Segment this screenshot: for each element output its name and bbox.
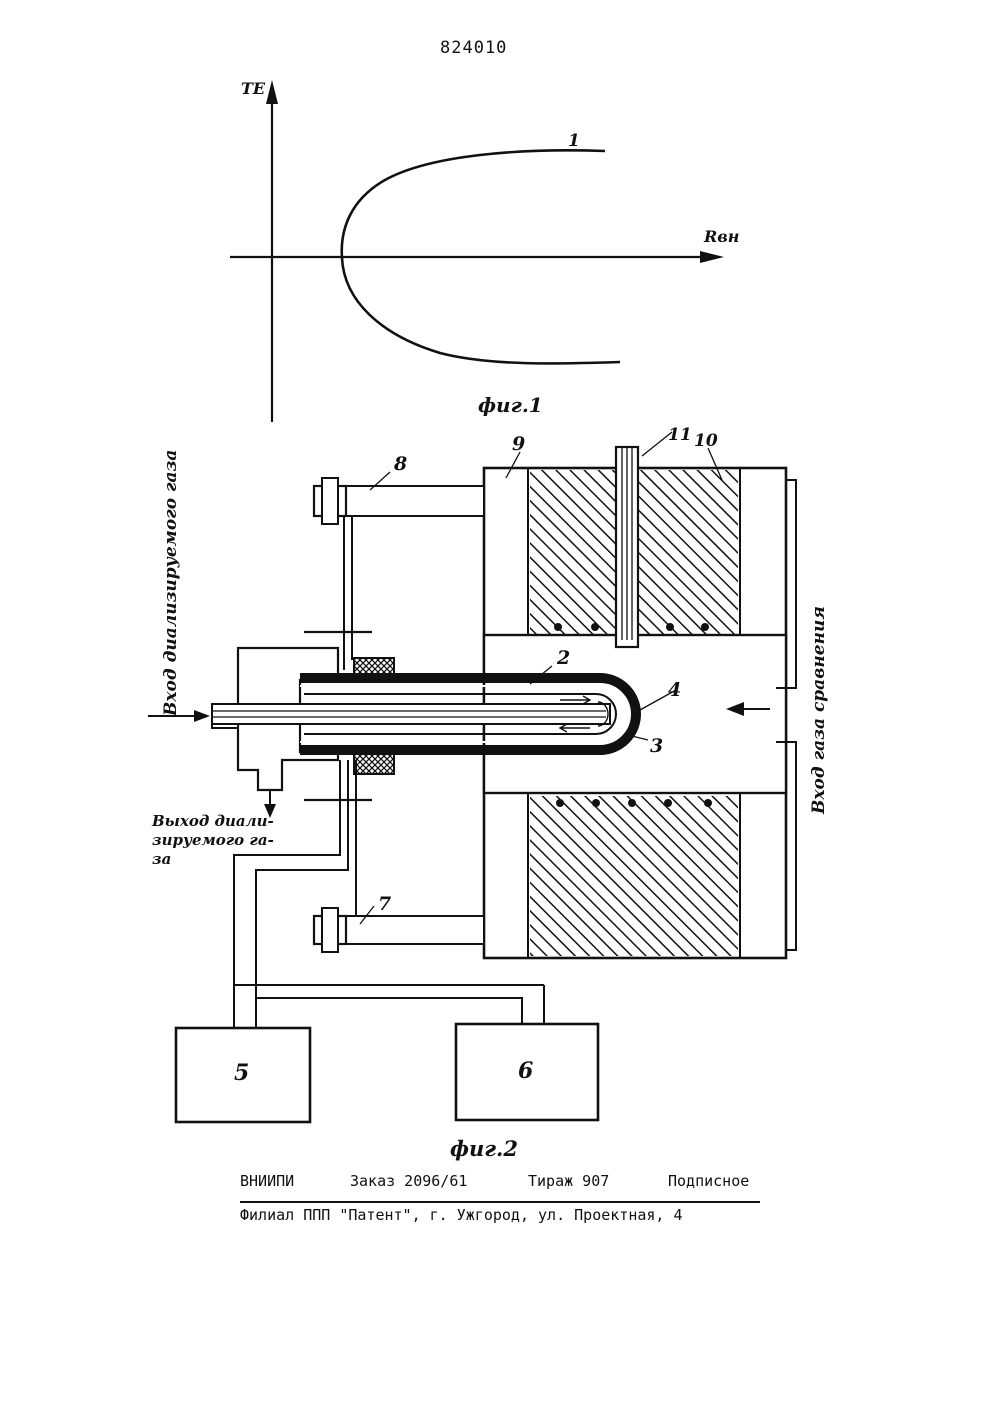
fig1-curve-label: 1	[568, 131, 580, 151]
label-2: 2	[556, 647, 570, 669]
label-4: 4	[668, 679, 681, 701]
label-9: 9	[512, 433, 525, 455]
footer-circulation: Тираж 907	[528, 1172, 609, 1190]
bushing-lower	[354, 752, 394, 774]
footer-subscription: Подписное	[668, 1172, 749, 1190]
fig2-caption: фиг.2	[450, 1136, 518, 1161]
outlet-analyzed-gas-line1: Выход диали-	[151, 812, 274, 830]
footer-org: ВНИИПИ	[240, 1172, 294, 1190]
footer-divider	[240, 1201, 760, 1203]
fig1-y-axis-arrow-icon	[266, 80, 278, 104]
fig1-x-axis-arrow-icon	[700, 251, 724, 263]
label-3: 3	[650, 735, 663, 757]
fig1-y-axis-label: TE	[241, 79, 266, 98]
gas-tube-4	[212, 704, 610, 724]
footer-address: Филиал ППП "Патент", г. Ужгород, ул. Про…	[240, 1206, 760, 1224]
fig1-x-axis-label: Rвн	[703, 227, 739, 246]
fig1-graph: TE Rвн 1 фиг.1	[230, 79, 739, 422]
label-7: 7	[378, 893, 391, 915]
fig1-caption: фиг.1	[478, 393, 543, 417]
inlet-arrow-icon	[194, 710, 210, 722]
label-5: 5	[234, 1060, 249, 1086]
rod-7	[346, 916, 484, 944]
label-11: 11	[668, 425, 692, 445]
footer-order: Заказ 2096/61	[350, 1172, 467, 1190]
label-6: 6	[518, 1058, 533, 1084]
outlet-analyzed-gas-line3: за	[152, 850, 171, 868]
rod-8	[346, 486, 484, 516]
magnet-coil-lower	[530, 796, 738, 956]
inlet-analyzed-gas-label: Вход диализируемого газа	[161, 450, 181, 717]
inlet-reference-gas-label: Вход газа сравнения	[809, 606, 829, 815]
label-10: 10	[694, 431, 718, 451]
label-8: 8	[393, 453, 407, 475]
fig2-diagram	[148, 432, 796, 1122]
outlet-analyzed-gas-line2: зируемого га-	[152, 831, 274, 849]
